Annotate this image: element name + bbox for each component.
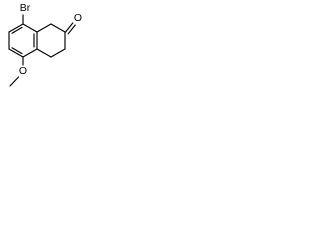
bond-c3-c4 [50, 48, 66, 58]
carbonyl-bond-outer [65, 22, 74, 33]
chemical-structure: O Br O [8, 2, 82, 87]
methoxy-substituent: O [9, 56, 27, 87]
bond-c1-c2 [50, 23, 66, 33]
bond-c7-c8 [8, 23, 24, 33]
aromatic-ring [8, 23, 38, 58]
carbonyl-group: O [65, 12, 82, 35]
ether-oxygen-label: O [19, 65, 27, 77]
ketone-oxygen-label: O [74, 12, 82, 24]
bond-c4-c4a [36, 48, 52, 58]
bromo-substituent: Br [20, 2, 31, 25]
bromine-label: Br [20, 2, 31, 14]
saturated-ring [36, 23, 66, 58]
bond-o-methyl [9, 76, 20, 87]
double-bond-c7-c8 [11, 26, 23, 34]
carbonyl-bond-inner [67, 24, 76, 35]
bond-c4a-c5 [22, 48, 38, 58]
double-bond-c5-c6 [11, 47, 23, 55]
bond-c8-c8a [22, 23, 38, 33]
bond-c5-c6 [8, 48, 24, 58]
bond-c8a-c1 [36, 23, 52, 33]
